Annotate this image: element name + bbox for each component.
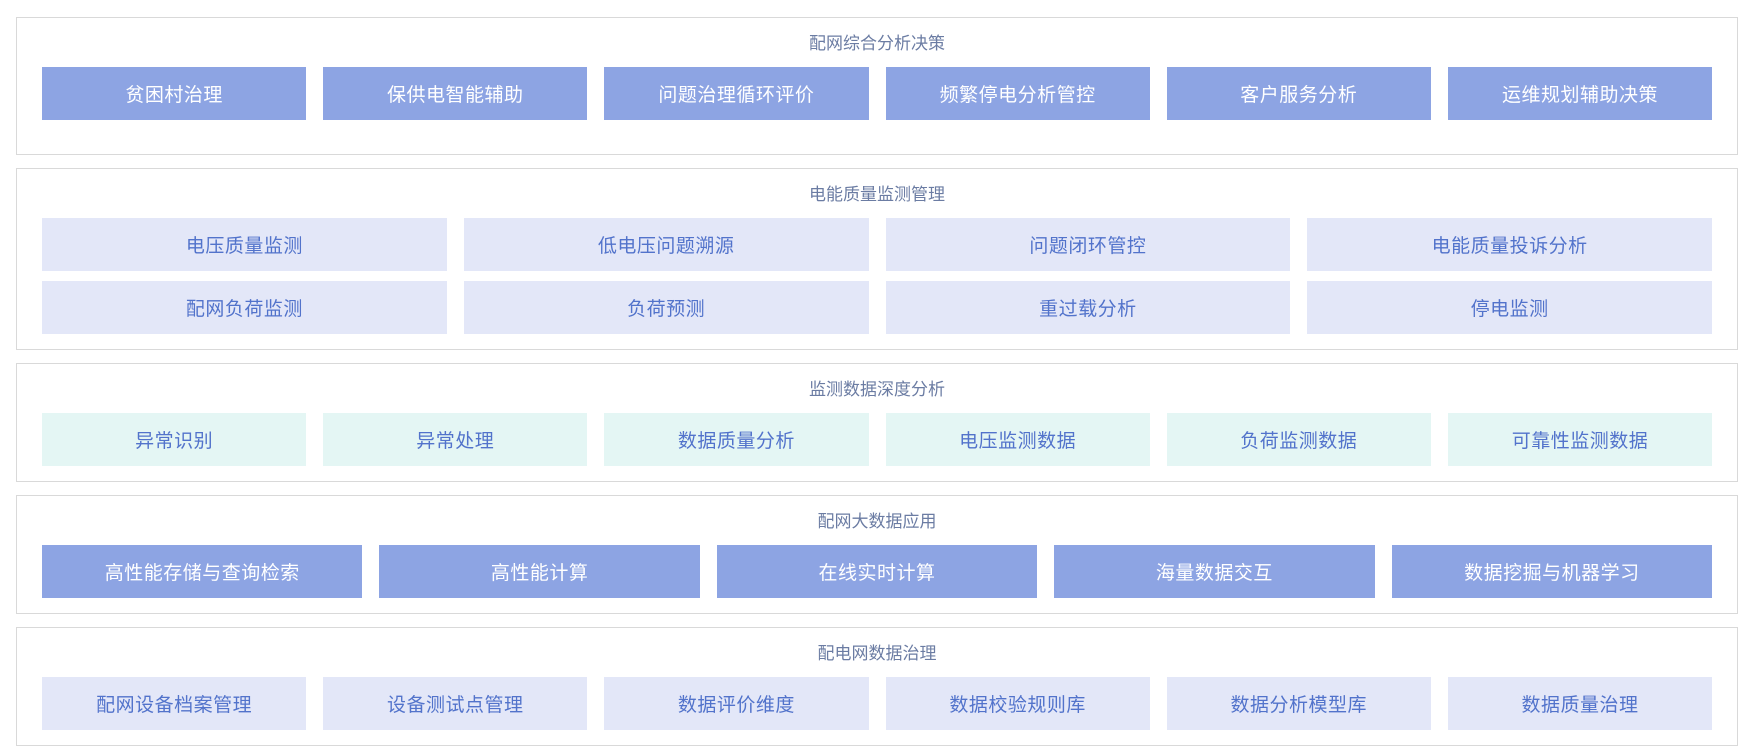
feature-tile[interactable]: 电能质量投诉分析 [1307,218,1712,271]
section-panel: 电能质量监测管理电压质量监测低电压问题溯源问题闭环管控电能质量投诉分析配网负荷监… [16,168,1738,350]
feature-tile[interactable]: 客户服务分析 [1166,67,1431,120]
feature-tile[interactable]: 配网负荷监测 [42,281,447,334]
tile-row: 配网设备档案管理设备测试点管理数据评价维度数据校验规则库数据分析模型库数据质量治… [42,677,1713,730]
feature-tile[interactable]: 可靠性监测数据 [1447,413,1713,466]
tile-row: 电压质量监测低电压问题溯源问题闭环管控电能质量投诉分析 [42,218,1712,271]
section-title: 电能质量监测管理 [809,185,945,204]
feature-tile[interactable]: 数据校验规则库 [885,677,1150,730]
section-panel: 监测数据深度分析异常识别异常处理数据质量分析电压监测数据负荷监测数据可靠性监测数… [16,363,1738,482]
feature-tile[interactable]: 贫困村治理 [42,67,307,120]
tile-row: 贫困村治理保供电智能辅助问题治理循环评价频繁停电分析管控客户服务分析运维规划辅助… [42,67,1713,120]
section-title: 监测数据深度分析 [809,380,945,399]
section-panel: 配网大数据应用高性能存储与查询检索高性能计算在线实时计算海量数据交互数据挖掘与机… [16,495,1738,614]
section-title: 配网大数据应用 [817,512,937,531]
section-title: 配电网数据治理 [817,644,937,663]
feature-tile[interactable]: 问题闭环管控 [885,218,1291,271]
feature-tile[interactable]: 问题治理循环评价 [604,67,869,120]
feature-tile[interactable]: 海量数据交互 [1054,545,1375,598]
feature-tile[interactable]: 异常处理 [323,413,588,466]
feature-tile[interactable]: 保供电智能辅助 [323,67,588,120]
tile-row: 配网负荷监测负荷预测重过载分析停电监测 [42,281,1712,334]
feature-tile[interactable]: 高性能计算 [379,545,700,598]
section-panel: 配网综合分析决策贫困村治理保供电智能辅助问题治理循环评价频繁停电分析管控客户服务… [16,17,1738,155]
feature-tile[interactable]: 数据质量分析 [604,413,869,466]
feature-tile[interactable]: 电压监测数据 [885,413,1150,466]
tile-row: 高性能存储与查询检索高性能计算在线实时计算海量数据交互数据挖掘与机器学习 [42,545,1713,598]
feature-tile[interactable]: 异常识别 [42,413,307,466]
feature-tile[interactable]: 频繁停电分析管控 [885,67,1150,120]
feature-tile[interactable]: 高性能存储与查询检索 [42,545,363,598]
section-panel: 配电网数据治理配网设备档案管理设备测试点管理数据评价维度数据校验规则库数据分析模… [16,627,1738,746]
feature-tile[interactable]: 配网设备档案管理 [42,677,307,730]
feature-tile[interactable]: 低电压问题溯源 [463,218,869,271]
feature-tile[interactable]: 停电监测 [1307,281,1712,334]
feature-tile[interactable]: 设备测试点管理 [323,677,588,730]
tile-row: 异常识别异常处理数据质量分析电压监测数据负荷监测数据可靠性监测数据 [42,413,1713,466]
feature-tile[interactable]: 数据分析模型库 [1166,677,1431,730]
feature-tile[interactable]: 重过载分析 [885,281,1291,334]
feature-tile[interactable]: 数据质量治理 [1447,677,1713,730]
feature-tile[interactable]: 在线实时计算 [716,545,1038,598]
feature-tile[interactable]: 电压质量监测 [42,218,447,271]
feature-tile[interactable]: 数据评价维度 [604,677,869,730]
section-title: 配网综合分析决策 [809,34,945,53]
feature-tile[interactable]: 负荷监测数据 [1166,413,1431,466]
feature-tile[interactable]: 运维规划辅助决策 [1447,67,1713,120]
feature-tile[interactable]: 负荷预测 [463,281,869,334]
feature-tile[interactable]: 数据挖掘与机器学习 [1391,545,1713,598]
